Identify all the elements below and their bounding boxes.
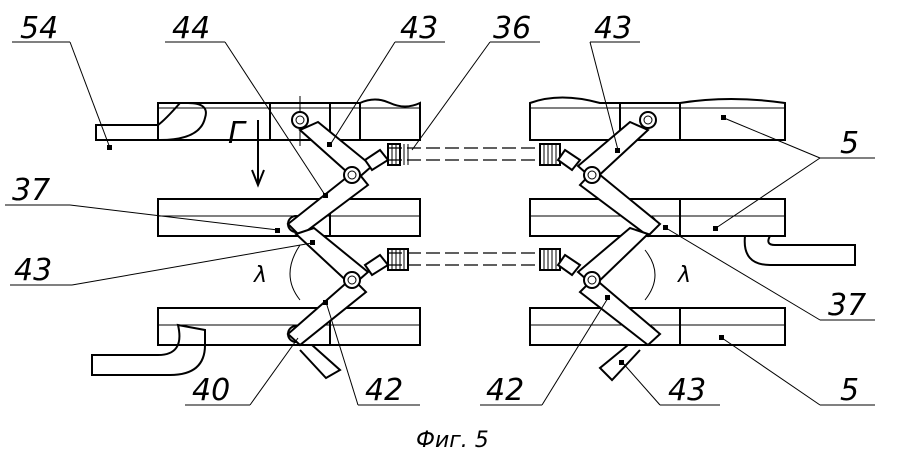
label-37-right: 37 xyxy=(828,288,866,323)
spring-left-bottom xyxy=(387,248,409,271)
angle-right: λ xyxy=(677,263,691,288)
left-top-slat xyxy=(157,96,421,146)
label-43-left: 43 xyxy=(14,253,52,288)
label-37-left: 37 xyxy=(12,173,50,208)
right-assembly: λ xyxy=(529,96,856,382)
label-5-bottom: 5 xyxy=(840,373,859,408)
right-lower-links xyxy=(556,226,662,347)
section-mark-group: Г xyxy=(228,116,265,188)
label-5-right: 5 xyxy=(840,126,859,161)
label-43-bottom: 43 xyxy=(668,373,706,408)
right-top-slat xyxy=(529,96,786,141)
spring-left-top xyxy=(387,143,409,166)
handle-54 xyxy=(95,102,207,141)
section-mark: Г xyxy=(228,116,247,151)
right-bottom-slat xyxy=(529,307,786,382)
figure-caption: Фиг. 5 xyxy=(416,428,489,453)
right-middle-slat xyxy=(529,198,856,266)
left-middle-slat xyxy=(157,198,421,237)
label-42-left: 42 xyxy=(365,373,403,408)
left-upper-links xyxy=(286,120,390,238)
label-43-top: 43 xyxy=(400,11,438,46)
label-40: 40 xyxy=(192,373,230,408)
label-43-right-top: 43 xyxy=(594,11,632,46)
leader-lines xyxy=(5,41,875,406)
right-upper-links xyxy=(556,120,662,238)
angle-left: λ xyxy=(253,263,267,288)
left-bottom-slat xyxy=(91,307,421,380)
label-42-right: 42 xyxy=(486,373,524,408)
left-assembly: Г xyxy=(91,96,421,380)
label-36: 36 xyxy=(493,11,531,46)
left-lower-links xyxy=(286,226,390,347)
spring-rods xyxy=(387,143,561,271)
spring-right-bottom xyxy=(539,248,561,271)
label-44: 44 xyxy=(172,11,210,46)
reference-labels: 54 44 43 36 43 5 37 43 37 40 42 42 43 5 xyxy=(12,11,866,408)
label-54: 54 xyxy=(20,11,58,46)
spring-right-top xyxy=(539,143,561,166)
